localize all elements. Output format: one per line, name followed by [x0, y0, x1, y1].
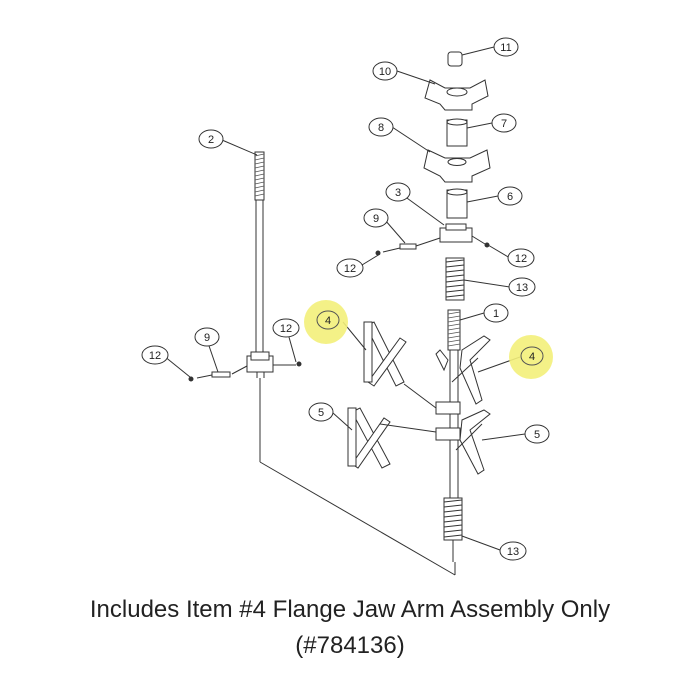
callout-part-8: 8 [368, 117, 394, 137]
callout-part-9-left: 9 [194, 327, 220, 347]
caption-line-1: Includes Item #4 Flange Jaw Arm Assembly… [89, 596, 611, 623]
svg-text:5: 5 [534, 429, 540, 441]
callout-part-12-right-a: 12 [507, 248, 535, 268]
jaw-arm-assembly-4-left [363, 321, 437, 409]
callout-part-10: 10 [372, 61, 398, 81]
svg-text:11: 11 [500, 42, 511, 54]
svg-text:9: 9 [373, 213, 379, 225]
svg-text:13: 13 [516, 282, 528, 294]
thread-lines [254, 153, 265, 197]
callout-part-13-bottom: 13 [499, 541, 527, 561]
callout-part-1: 1 [483, 303, 509, 323]
svg-text:12: 12 [149, 350, 161, 362]
pin-left [211, 371, 231, 378]
callout-part-2: 2 [198, 129, 224, 149]
callout-part-11: 11 [493, 37, 519, 57]
svg-text:4: 4 [325, 315, 331, 327]
callout-part-3: 3 [385, 182, 411, 202]
leader-lines [163, 46, 526, 551]
callout-part-13-top: 13 [508, 277, 536, 297]
callout-part-12-left-b: 12 [272, 318, 300, 338]
svg-text:12: 12 [280, 323, 292, 335]
right-stack [375, 51, 491, 562]
spring-bottom [443, 497, 463, 541]
cap-part-11 [447, 51, 463, 67]
svg-text:8: 8 [378, 122, 384, 134]
left-shaft-assembly [188, 151, 456, 576]
callout-part-12-right-b: 12 [336, 258, 364, 278]
callout-part-5-left: 5 [308, 402, 334, 422]
svg-text:7: 7 [501, 118, 507, 130]
caption: Includes Item #4 Flange Jaw Arm Assembly… [0, 592, 700, 664]
callout-part-12-left-a: 12 [141, 345, 169, 365]
callout-part-9-right: 9 [363, 208, 389, 228]
pin-right [399, 243, 417, 250]
svg-text:12: 12 [344, 263, 356, 275]
svg-text:5: 5 [318, 407, 324, 419]
exploded-parts-diagram: 11 10 7 8 6 3 9 12 12 13 1 [141, 37, 553, 576]
svg-text:12: 12 [515, 253, 527, 265]
jaw-arm-assembly-5-left [347, 407, 437, 469]
svg-text:2: 2 [208, 134, 214, 146]
svg-text:3: 3 [395, 187, 401, 199]
svg-text:10: 10 [379, 66, 391, 78]
caption-line-2: (#784136) [295, 632, 405, 659]
spring-top [445, 257, 465, 301]
svg-text:9: 9 [204, 332, 210, 344]
callout-part-4-left-highlight: 4 [304, 300, 348, 344]
callout-part-7: 7 [491, 113, 517, 133]
callout-part-4-right-highlight: 4 [509, 335, 553, 379]
callout-part-6: 6 [497, 186, 523, 206]
svg-text:1: 1 [493, 308, 499, 320]
svg-text:6: 6 [507, 191, 513, 203]
svg-text:4: 4 [529, 351, 535, 363]
connection-line [259, 461, 456, 576]
callout-part-5-right: 5 [524, 424, 550, 444]
svg-text:13: 13 [507, 546, 519, 558]
